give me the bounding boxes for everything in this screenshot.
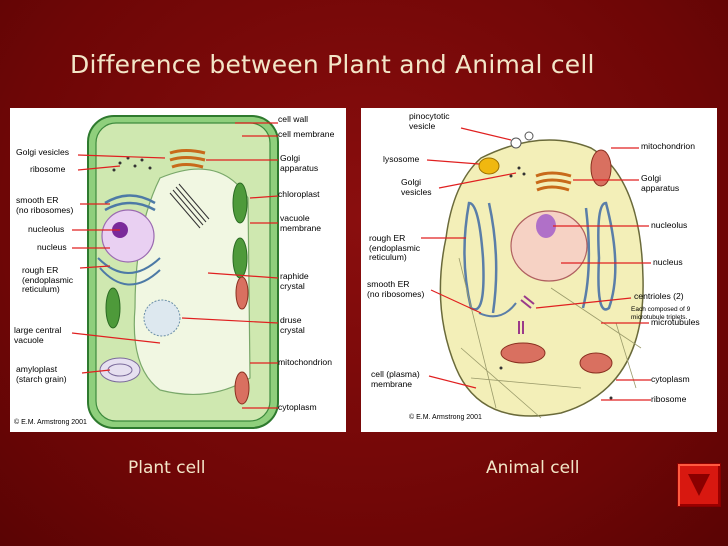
label-ribosome: ribosome xyxy=(30,164,66,174)
label-nucleolus: nucleolus xyxy=(28,224,65,234)
label-cell-wall: cell wall xyxy=(278,114,309,124)
nucleus-shape xyxy=(101,209,155,263)
nucleolus-shape xyxy=(536,214,556,238)
label-large-central-vacuole: large central vacuole xyxy=(14,325,62,345)
label-smooth-er: smooth ER (no ribosomes) xyxy=(367,279,425,299)
label-raphide-crystal: raphide crystal xyxy=(280,271,309,291)
label-chloroplast: chloroplast xyxy=(278,189,320,199)
label-druse-crystal: druse crystal xyxy=(280,315,305,335)
next-slide-button[interactable] xyxy=(677,463,721,507)
label-smooth-er: smooth ER (no ribosomes) xyxy=(16,195,74,215)
plant-cell-caption: Plant cell xyxy=(128,458,206,478)
plant-cell-diagram: cell wall cell membrane Golgi vesicles G… xyxy=(10,108,346,432)
label-golgi-vesicles: Golgi vesicles xyxy=(16,147,70,157)
label-golgi-vesicles: Golgi vesicles xyxy=(401,177,432,197)
label-amyloplast: amyloplast (starch grain) xyxy=(16,364,67,384)
label-pinocytotic-vesicle: pinocytotic vesicle xyxy=(409,111,450,131)
label-ribosome: ribosome xyxy=(651,394,687,404)
label-lysosome: lysosome xyxy=(383,154,420,164)
label-rough-er: rough ER (endoplasmic reticulum) xyxy=(369,233,421,262)
label-cell-membrane: cell (plasma) membrane xyxy=(371,369,420,389)
plant-copyright: © E.M. Armstrong 2001 xyxy=(14,419,87,426)
animal-cell-diagram: pinocytotic vesicle mitochondrion lysoso… xyxy=(361,108,717,432)
animal-cell-caption: Animal cell xyxy=(486,458,580,478)
label-cytoplasm: cytoplasm xyxy=(651,374,690,384)
label-nucleolus: nucleolus xyxy=(651,220,688,230)
label-centrioles: centrioles (2) xyxy=(634,291,684,301)
label-microtubules: microtubules xyxy=(651,317,700,327)
label-centrioles-note: Each composed of 9 microtubule triplets. xyxy=(631,306,691,321)
label-cytoplasm: cytoplasm xyxy=(278,402,317,412)
animal-cell-illustration xyxy=(421,127,651,419)
animal-copyright: © E.M. Armstrong 2001 xyxy=(409,414,482,421)
label-vacuole-membrane: vacuole membrane xyxy=(280,213,322,233)
slide-title: Difference between Plant and Animal cell xyxy=(70,50,595,79)
plant-cell-illustration xyxy=(71,115,279,429)
label-golgi-apparatus: Golgi apparatus xyxy=(641,173,680,193)
label-golgi-apparatus: Golgi apparatus xyxy=(280,153,319,173)
label-nucleus: nucleus xyxy=(653,257,683,267)
label-mitochondrion: mitochondrion xyxy=(278,357,332,367)
label-rough-er: rough ER (endoplasmic reticulum) xyxy=(22,265,74,294)
label-mitochondrion: mitochondrion xyxy=(641,141,695,151)
label-cell-membrane: cell membrane xyxy=(278,129,335,139)
label-nucleus: nucleus xyxy=(37,242,67,252)
next-slide-icon xyxy=(688,474,710,496)
